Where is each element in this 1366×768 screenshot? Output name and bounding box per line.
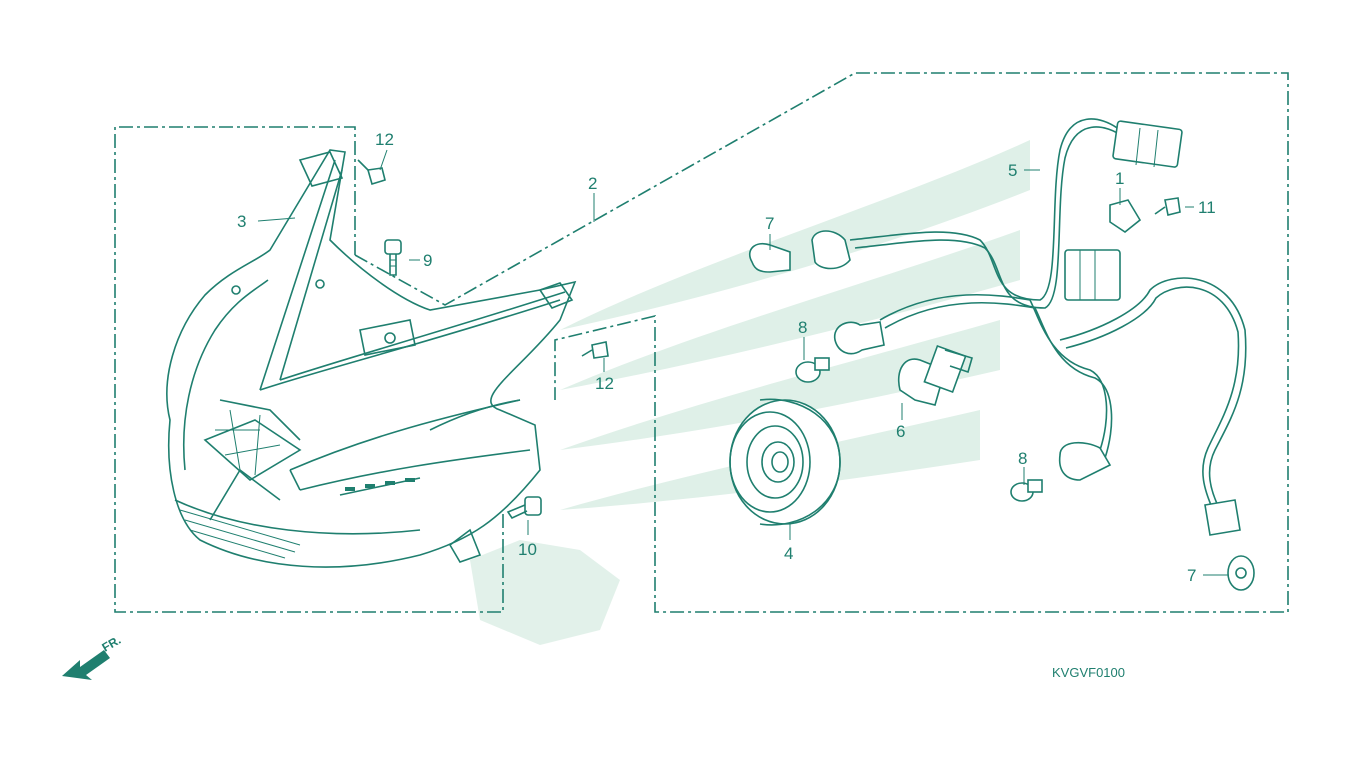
front-direction-arrow: FR. <box>62 633 123 680</box>
callout-8-left: 8 <box>798 318 807 337</box>
reflector-unit <box>729 398 841 526</box>
callout-3: 3 <box>237 212 246 231</box>
leader-lines <box>257 149 1228 576</box>
assembly-boundary-lines <box>114 72 1289 613</box>
callout-5: 5 <box>1008 161 1017 180</box>
callout-12-top: 12 <box>375 130 394 149</box>
screw-icon <box>1154 197 1181 216</box>
callout-10: 10 <box>518 540 537 559</box>
callout-8-right: 8 <box>1018 449 1027 468</box>
wire-harness <box>849 118 1247 536</box>
position-bulb <box>1010 479 1043 502</box>
callout-6: 6 <box>896 422 905 441</box>
screw-icon <box>357 159 386 186</box>
headlight-bulb <box>898 344 973 406</box>
screw-icon <box>581 341 609 359</box>
bolt-icon <box>506 496 542 520</box>
callout-1: 1 <box>1115 169 1124 188</box>
turn-signal-bulb <box>1227 555 1255 591</box>
callout-9: 9 <box>423 251 432 270</box>
callout-11: 11 <box>1198 198 1216 217</box>
bulb-socket <box>834 321 885 355</box>
callout-labels: 12 3 2 9 12 10 7 8 6 4 5 1 11 8 7 <box>237 130 1216 585</box>
callout-7-top: 7 <box>765 214 774 233</box>
watermark-wing-logo <box>470 140 1030 645</box>
bolt-icon <box>384 239 402 276</box>
turn-signal-bulb <box>748 230 851 273</box>
callout-4: 4 <box>784 544 793 563</box>
callout-12-mid: 12 <box>595 374 614 393</box>
headlight-assembly <box>166 149 577 568</box>
callout-2: 2 <box>588 174 597 193</box>
callout-7-bottom: 7 <box>1187 566 1196 585</box>
diagram-code: KVGVF0100 <box>1052 665 1125 680</box>
position-bulb <box>795 357 830 383</box>
